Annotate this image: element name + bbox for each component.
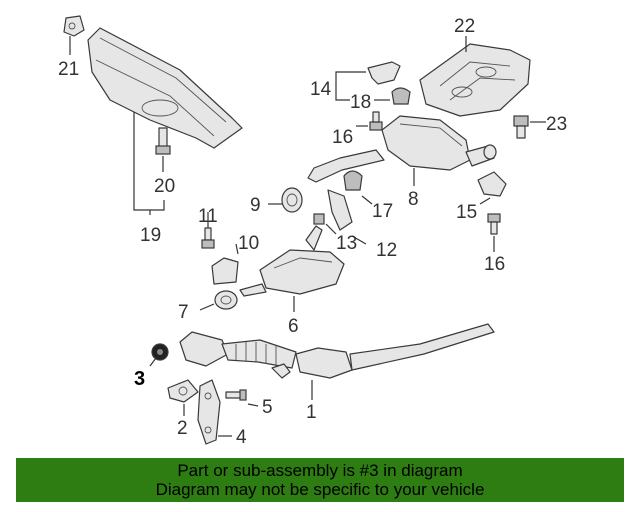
callout-13: 13: [336, 233, 357, 254]
part-3-gasket[interactable]: [151, 343, 169, 361]
callout-17: 17: [372, 201, 393, 222]
part-18-hanger: [391, 87, 411, 105]
callout-12: 12: [376, 240, 397, 261]
part-1-front-pipe: [179, 323, 495, 379]
part-20-bolt: [155, 127, 171, 155]
part-23-bolt: [513, 115, 529, 139]
callout-7: 7: [178, 302, 189, 323]
part-12-bracket: [327, 189, 353, 231]
part-10-hanger: [211, 257, 239, 285]
part-11-bolt: [201, 227, 215, 249]
callout-11: 11: [198, 206, 218, 227]
callout-21: 21: [58, 59, 79, 80]
part-17-hanger: [343, 170, 363, 191]
part-21-bracket: [63, 15, 85, 37]
part-6-center-muffler: [239, 225, 345, 297]
part-9-clamp: [281, 187, 303, 213]
callout-16-lower: 16: [484, 254, 505, 275]
callout-23: 23: [546, 114, 567, 135]
callout-1: 1: [306, 402, 317, 423]
callout-5: 5: [262, 397, 273, 418]
callout-9: 9: [250, 195, 261, 216]
part-4-bracket: [197, 379, 221, 445]
leader-14: [335, 71, 366, 88]
banner-line-2: Diagram may not be specific to your vehi…: [155, 480, 485, 499]
callout-19: 19: [140, 225, 161, 246]
part-16-bolt-a: [369, 111, 383, 131]
callout-3[interactable]: 3: [134, 368, 145, 390]
callout-4: 4: [236, 427, 247, 448]
callout-2: 2: [177, 418, 188, 439]
callout-16-upper: 16: [332, 127, 353, 148]
callout-15: 15: [456, 202, 477, 223]
callout-6: 6: [288, 316, 299, 337]
part-2-flange-gasket: [167, 379, 199, 403]
part-13-bolt: [313, 213, 325, 225]
callout-22: 22: [454, 16, 475, 37]
part-15-bracket: [477, 171, 507, 197]
callout-10: 10: [238, 233, 259, 254]
callout-8: 8: [408, 189, 419, 210]
part-7-clamp: [214, 290, 238, 310]
part-8-rear-muffler: [307, 115, 497, 183]
part-19-heat-shield: [87, 27, 243, 149]
part-14-bracket: [367, 61, 401, 85]
part-16-bolt-b: [487, 213, 501, 235]
callout-18: 18: [350, 92, 371, 113]
part-22-heat-shield: [419, 43, 531, 117]
info-banner: Part or sub-assembly is #3 in diagram Di…: [16, 458, 624, 502]
banner-line-1: Part or sub-assembly is #3 in diagram: [177, 461, 463, 480]
exhaust-system-diagram: 1 2 3 4 5 6 7 8 9 10 11 12 13 14 15 16 1…: [58, 15, 567, 448]
part-5-stud: [225, 389, 247, 401]
callout-14: 14: [310, 79, 332, 100]
callout-20: 20: [154, 176, 175, 197]
leader-19: [133, 112, 165, 211]
